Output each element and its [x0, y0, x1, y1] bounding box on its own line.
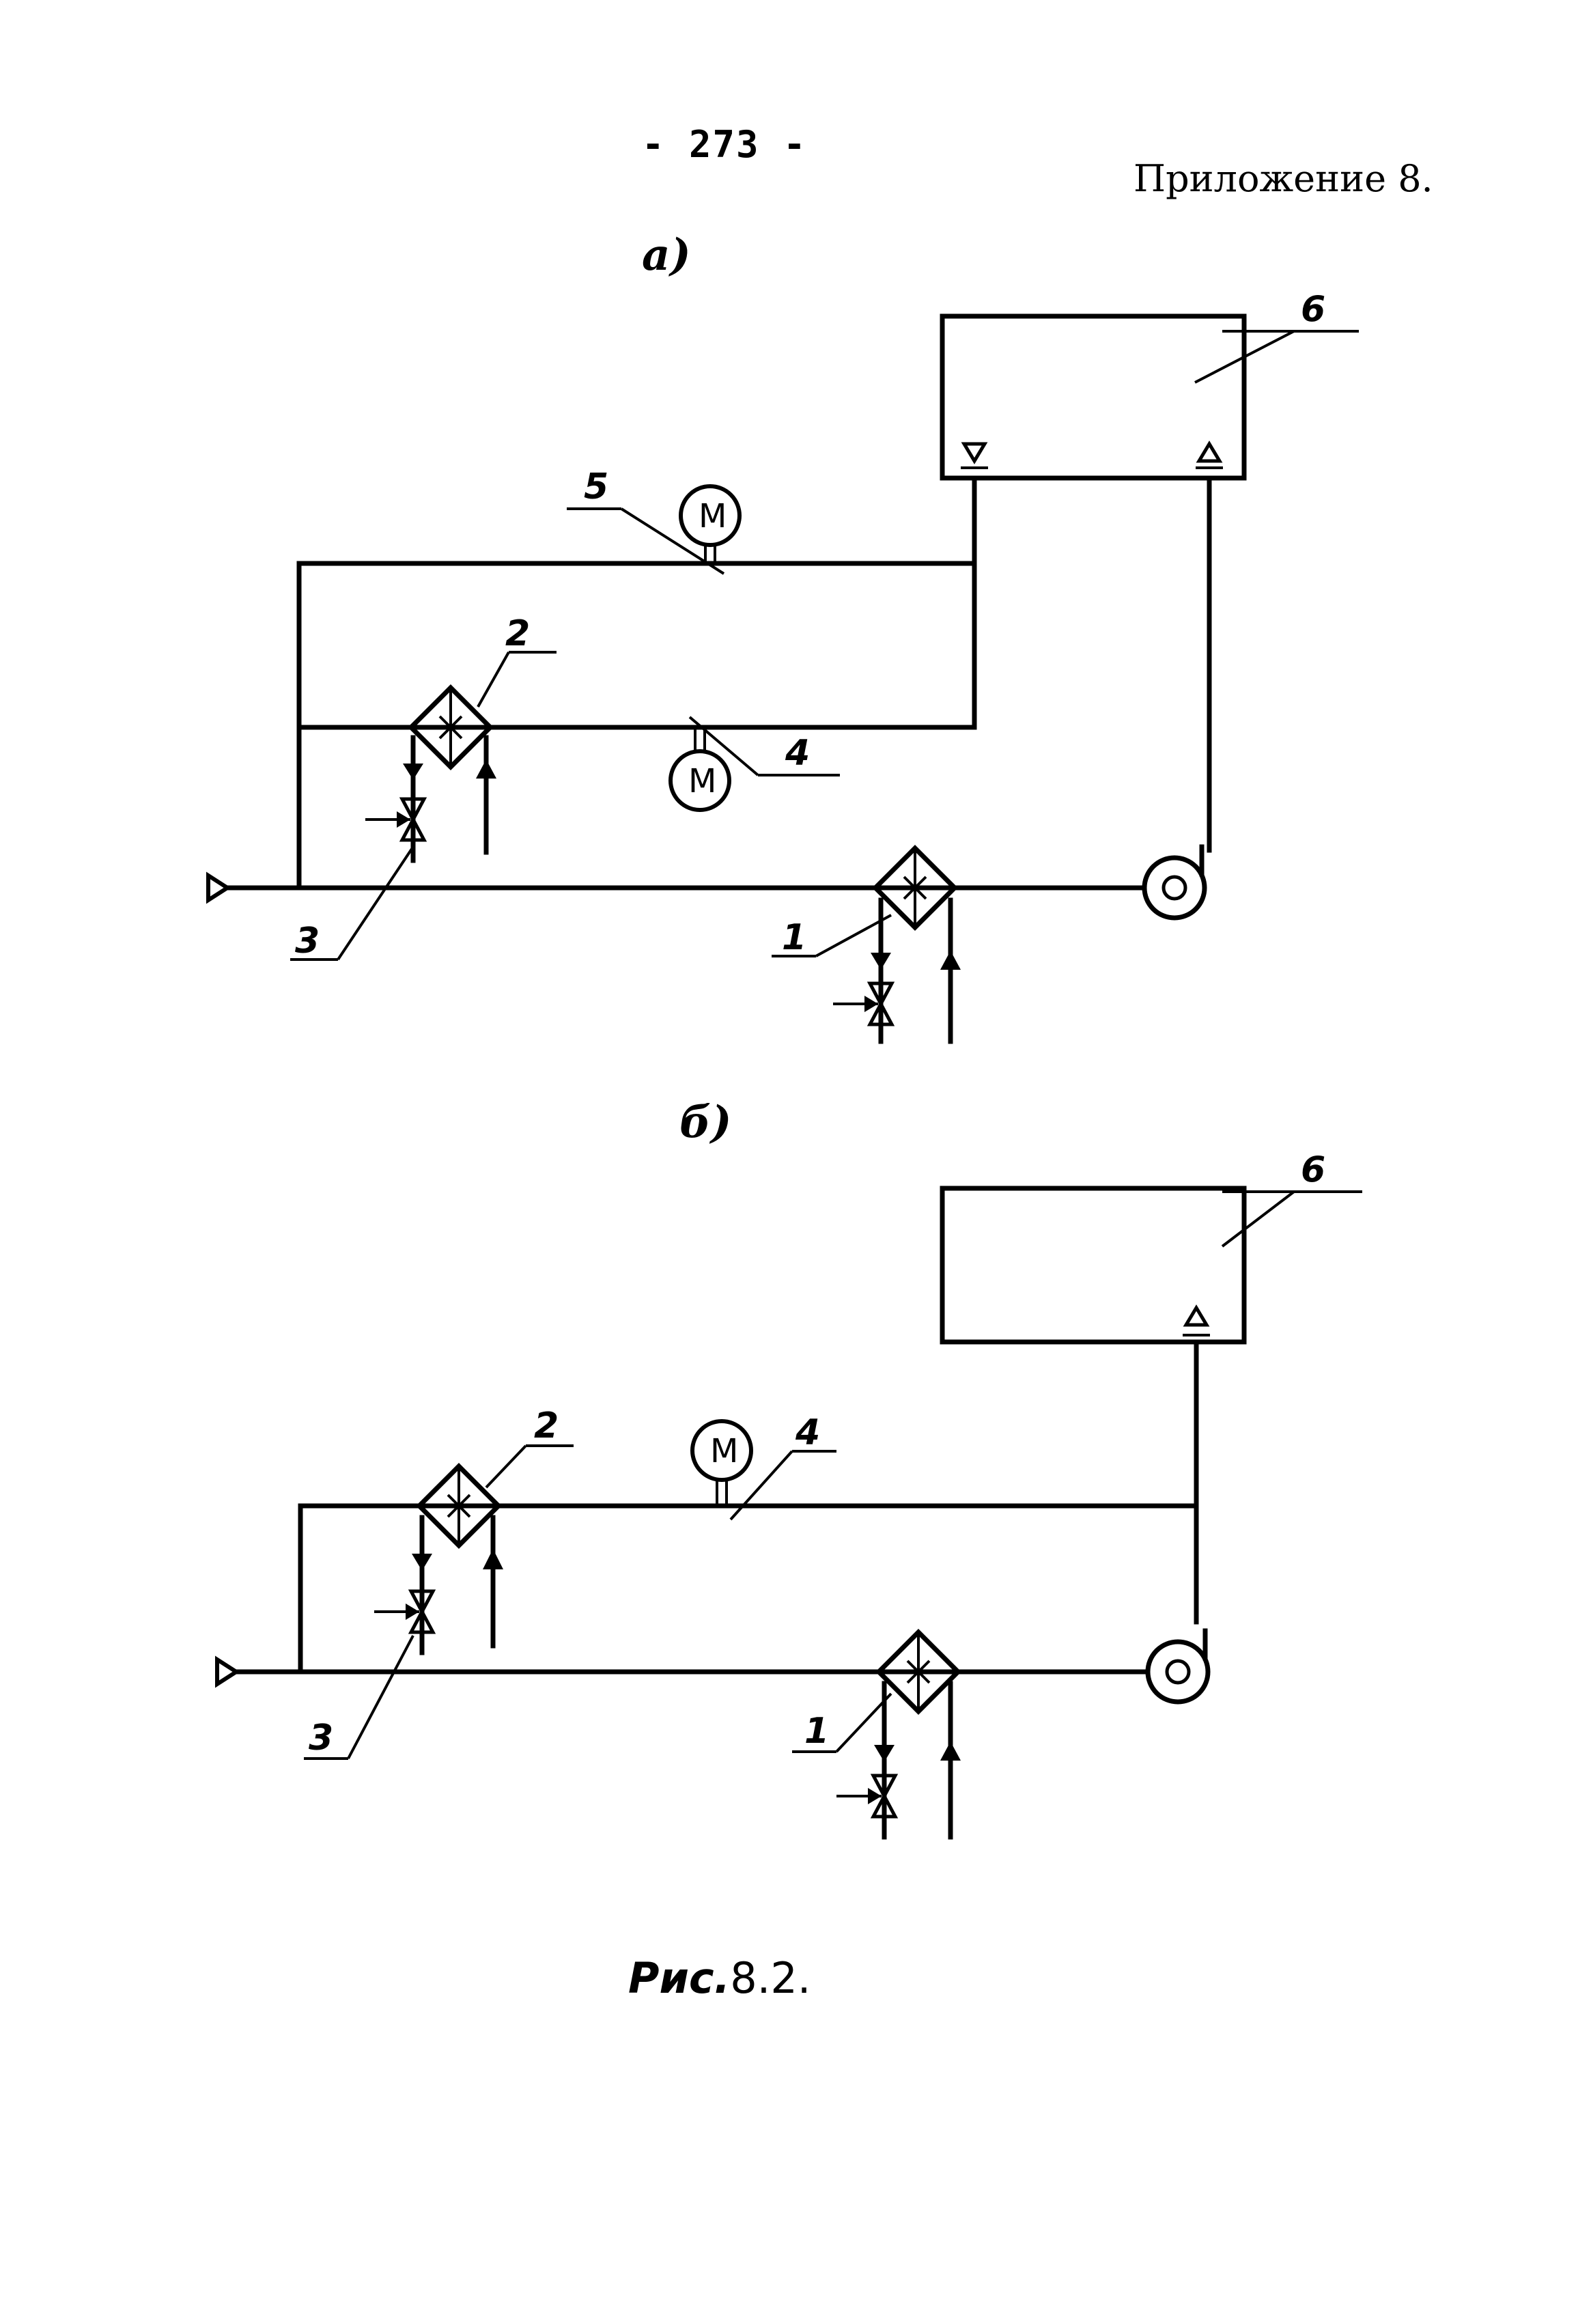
label-6: 6: [1301, 289, 1325, 330]
label-4: 4: [795, 1412, 820, 1453]
label-3: 3: [295, 921, 320, 962]
subfigure-a-label: a): [642, 229, 691, 281]
supply-marker: [1183, 1304, 1210, 1327]
return-arrow-icon: [871, 953, 891, 970]
meter-icon: [690, 1419, 753, 1482]
leader-4: [688, 716, 759, 776]
label-3: 3: [309, 1718, 333, 1759]
return-arrow-icon: [403, 764, 423, 780]
fan-icon: [1148, 1631, 1208, 1702]
supply-arrow-icon: [940, 951, 961, 970]
leader-2: [485, 1444, 527, 1489]
exhaust-marker: [961, 442, 988, 464]
leader-3: [347, 1635, 414, 1759]
leader-2: [477, 652, 510, 708]
supply-arrow-icon: [940, 1741, 961, 1761]
leader-1: [835, 1692, 892, 1753]
page-number: - 273 -: [642, 123, 807, 166]
label-6: 6: [1301, 1149, 1325, 1190]
recirculation-pipe-5: [296, 475, 977, 891]
leader-4: [729, 1450, 793, 1521]
supply-arrow-icon: [483, 1549, 503, 1569]
svg-text:M: M: [699, 497, 727, 535]
subfigure-b-label: б): [679, 1097, 732, 1148]
meter-icon: [668, 749, 731, 812]
return-arrow-icon: [874, 1745, 895, 1762]
room-box-6: [940, 1186, 1247, 1345]
fan-icon: [1144, 847, 1205, 918]
room-box-6: [940, 313, 1247, 481]
label-1: 1: [782, 917, 806, 958]
label-5: 5: [584, 466, 608, 507]
svg-text:M: M: [710, 1432, 738, 1470]
meter-icon: [679, 484, 742, 547]
leader-3: [337, 845, 414, 961]
air-inlet-marker: [215, 1655, 240, 1688]
supply-arrow-icon: [476, 759, 496, 779]
appendix-label: Приложение 8.: [1134, 157, 1433, 200]
label-4: 4: [785, 733, 810, 774]
figure-caption: Рис.8.2.: [628, 1953, 811, 2003]
label-1: 1: [804, 1711, 829, 1752]
leader-1: [815, 914, 892, 957]
label-2: 2: [534, 1405, 559, 1446]
air-inlet-marker: [206, 871, 231, 904]
supply-marker: [1196, 440, 1223, 463]
figure-caption-number: 8.2.: [730, 1953, 811, 2003]
svg-text:M: M: [688, 762, 716, 800]
figure-caption-prefix: Рис.: [628, 1953, 731, 2003]
return-arrow-icon: [412, 1554, 432, 1571]
recirculation-pipe-4: [298, 1503, 1199, 1675]
label-2: 2: [505, 613, 530, 654]
